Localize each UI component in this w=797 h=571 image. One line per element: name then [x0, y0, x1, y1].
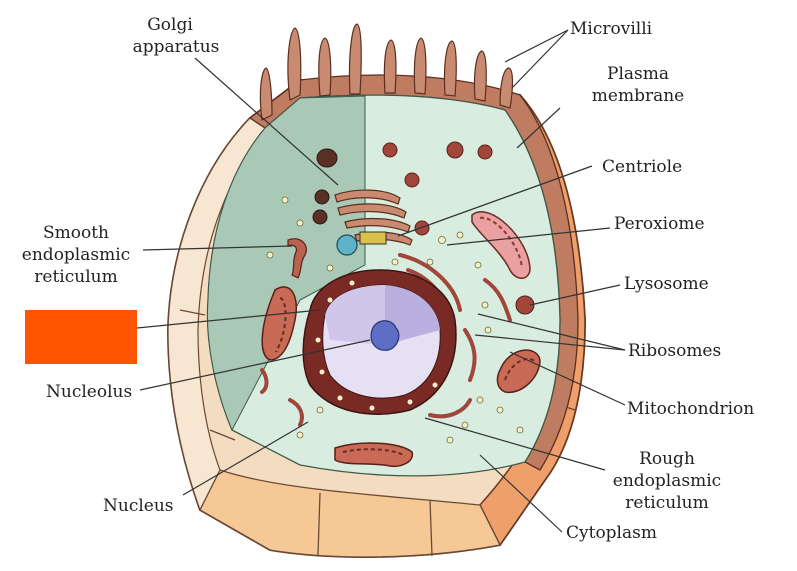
- label-cytoplasm: Cytoplasm: [566, 523, 657, 543]
- nuclear-pores: [315, 280, 438, 411]
- leader-lines: [136, 29, 626, 533]
- label-mitochondrion: Mitochondrion: [627, 399, 754, 419]
- bottom-wall: [199, 469, 501, 558]
- nucleolus: [370, 320, 400, 351]
- label-rough-line2: endoplasmic: [613, 471, 721, 491]
- label-microvilli: Microvilli: [570, 19, 653, 39]
- label-rough-line3: reticulum: [625, 493, 708, 513]
- label-smooth-line3: reticulum: [34, 267, 117, 287]
- centriole: [336, 231, 387, 256]
- label-plasma-line2: membrane: [592, 86, 684, 106]
- label-centriole: Centriole: [602, 157, 682, 177]
- label-lysosome: Lysosome: [624, 274, 709, 294]
- lysosomes: [382, 141, 535, 315]
- cytoplasm-left-facet: [207, 95, 366, 432]
- redaction-box: [25, 310, 137, 364]
- label-rough-line1: Rough: [639, 449, 695, 469]
- label-ribosomes: Ribosomes: [628, 341, 721, 361]
- label-smooth-line1: Smooth: [43, 223, 109, 243]
- nucleus-cut-facet: [385, 285, 440, 345]
- left-wall-shade: [167, 117, 269, 512]
- microvilli: [259, 23, 514, 121]
- nucleus-cut-facet-2: [325, 285, 385, 345]
- label-plasma-line1: Plasma: [607, 64, 669, 84]
- label-golgi-line1: Golgi: [147, 15, 193, 35]
- ribosomes: [266, 196, 524, 444]
- golgi-apparatus: [334, 189, 413, 246]
- label-smooth-line2: endoplasmic: [22, 245, 130, 265]
- smooth-er: [287, 238, 307, 279]
- label-golgi-line2: apparatus: [133, 37, 220, 57]
- labels: Golgi apparatus Microvilli Plasma membra…: [22, 15, 754, 543]
- label-peroxiome: Peroxiome: [614, 214, 705, 234]
- label-nucleolus: Nucleolus: [46, 382, 132, 402]
- mitochondria: [261, 211, 541, 468]
- golgi-vesicles: [312, 148, 338, 225]
- label-nucleus: Nucleus: [103, 496, 174, 516]
- nucleus: [302, 269, 457, 415]
